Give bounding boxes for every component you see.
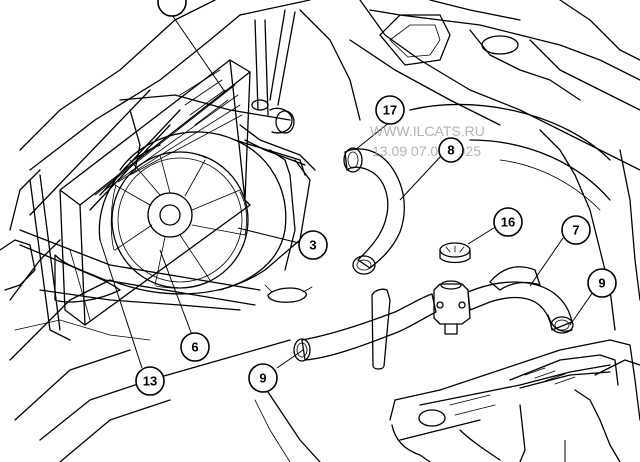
callout-9-right-label: 9 [598, 276, 605, 291]
callout-9-right[interactable]: 9 [587, 268, 617, 298]
callout-3-label: 3 [309, 238, 316, 253]
watermark: WWW.ILCATS.RU 13.09 07.09.2025 [370, 123, 485, 159]
cooling-fan [110, 151, 249, 289]
leader-lines [99, 11, 594, 462]
upper-mount-posts [239, 9, 316, 171]
callout-16[interactable]: 16 [493, 207, 523, 237]
callout-9-left[interactable]: 9 [248, 363, 278, 393]
lower-radiator-hose [293, 266, 574, 370]
callout-8[interactable]: 8 [438, 137, 464, 163]
front-crossmember [14, 89, 291, 341]
watermark-site: WWW.ILCATS.RU [370, 123, 485, 139]
hose-clamp [264, 284, 313, 303]
thermostat-housing [433, 280, 471, 335]
callout-9-left-label: 9 [259, 371, 266, 386]
pressure-cap [439, 242, 471, 264]
callout-17[interactable]: 17 [375, 95, 405, 125]
callout-3[interactable]: 3 [298, 230, 328, 260]
fan-shroud [98, 131, 311, 295]
callout-6[interactable]: 6 [180, 332, 210, 362]
callout-13[interactable]: 13 [135, 366, 165, 396]
watermark-date: 13.09 07.09.2025 [372, 143, 481, 159]
callout-16-label: 16 [501, 215, 515, 230]
callout-17-label: 17 [383, 103, 397, 118]
callout-13-label: 13 [143, 374, 157, 389]
callout-7[interactable]: 7 [561, 215, 591, 245]
upper-radiator-hose [343, 147, 405, 275]
callout-6-label: 6 [191, 340, 198, 355]
coolant-reservoir [389, 339, 640, 462]
callout-8-label: 8 [447, 143, 454, 158]
callout-partial-top [157, 0, 187, 17]
callouts: 17 8 3 16 7 9 9 6 [135, 0, 617, 396]
callout-7-label: 7 [572, 223, 579, 238]
